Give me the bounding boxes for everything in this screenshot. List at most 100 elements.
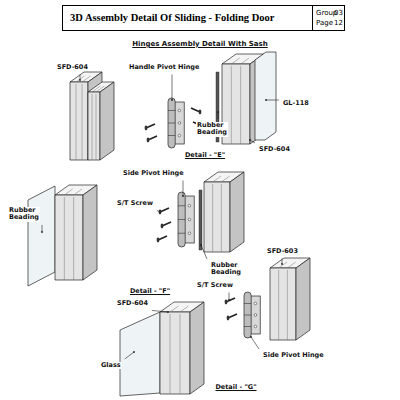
- leader-dot: [265, 99, 267, 101]
- hinge-hole: [254, 314, 257, 317]
- divider: [312, 6, 313, 30]
- leader-line: [229, 292, 230, 300]
- hinge-joint: [178, 219, 185, 220]
- leader-line: [152, 310, 168, 312]
- sheet-ref: 12: [334, 19, 343, 27]
- profile-front: [70, 82, 88, 160]
- part-label: S/T Screw: [196, 282, 234, 289]
- profile-notch: [241, 58, 249, 64]
- profile-front: [204, 182, 230, 252]
- hinge-hole: [254, 325, 257, 328]
- sheet-ref: Page: [316, 19, 333, 27]
- leader-line: [172, 74, 173, 100]
- detail-label: Detail - "G": [214, 384, 257, 391]
- part-label: S/T Screw: [116, 200, 154, 207]
- profile-groove: [92, 94, 93, 160]
- leader-dot: [41, 231, 43, 233]
- hinge-hole: [178, 109, 181, 112]
- part-label: SFD-603: [266, 248, 299, 255]
- part-label: Rubber Beading: [8, 207, 40, 222]
- profile-groove: [64, 197, 65, 280]
- profile-groove: [287, 270, 288, 340]
- profile-side: [190, 302, 204, 394]
- part-label: SFD-604: [116, 300, 149, 307]
- part-label: Side Pivot Hinge: [262, 352, 325, 359]
- profile-notch: [82, 76, 90, 82]
- profile-notch: [96, 86, 104, 92]
- profile-front: [55, 195, 83, 280]
- hinge-joint: [168, 135, 175, 136]
- screw-head: [161, 224, 164, 229]
- leader-dot: [217, 111, 219, 113]
- profile-front: [270, 268, 296, 340]
- rubber-beading: [199, 190, 202, 250]
- profile-notch: [287, 262, 295, 268]
- profile-notch: [221, 176, 229, 182]
- screw-head: [157, 238, 160, 243]
- profile-notch: [213, 176, 221, 182]
- profile-groove: [76, 84, 77, 160]
- glass-panel: [120, 312, 160, 396]
- leader-dot: [228, 299, 230, 301]
- leader-line: [251, 337, 259, 349]
- profile-groove: [231, 66, 232, 144]
- sheet-title: 3D Assembly Detail Of Sliding - Folding …: [70, 12, 274, 23]
- hinge-hole: [188, 218, 191, 221]
- profile-groove: [221, 184, 222, 252]
- leader-line: [42, 225, 43, 232]
- leader-dot: [200, 244, 202, 246]
- leader-line: [250, 140, 255, 143]
- leader-line: [266, 100, 279, 101]
- profile-groove: [73, 197, 74, 280]
- profile-notch: [92, 86, 100, 92]
- leader-dot: [167, 311, 169, 313]
- leader-line: [201, 245, 207, 259]
- profile-groove: [278, 270, 279, 340]
- leader-lines: [41, 74, 283, 359]
- part-label: SFD-604: [258, 146, 291, 153]
- hinge-hole: [254, 302, 257, 305]
- part-label: GL-118: [282, 100, 310, 107]
- glass-panel: [28, 186, 55, 286]
- detail-label: Detail - "E": [184, 152, 226, 159]
- leader-line: [80, 74, 81, 80]
- profile-notch: [231, 58, 239, 64]
- profile-notch: [180, 306, 188, 312]
- leader-line: [218, 112, 219, 119]
- hinge-leaf: [175, 102, 185, 144]
- leader-line: [183, 180, 184, 196]
- screw-head: [225, 300, 228, 305]
- part-label: Rubber Beading: [210, 262, 242, 277]
- part-label: SFD-604: [56, 64, 89, 71]
- drawing: [28, 52, 310, 396]
- hinge-leaf: [251, 296, 261, 334]
- leader-dot: [281, 263, 283, 265]
- profile-groove: [180, 314, 181, 394]
- profile-front: [160, 312, 190, 394]
- profile-notch: [279, 262, 287, 268]
- hinge-joint: [244, 326, 251, 327]
- hinge-hole: [178, 122, 181, 125]
- detail-label: Detail - "F": [129, 288, 171, 295]
- sheet-subtitle: Hinges Assembly Detail With Sash: [131, 40, 268, 48]
- leader-dot: [250, 336, 252, 338]
- profile-side: [296, 258, 310, 340]
- part-label: Side Pivot Hinge: [122, 170, 185, 177]
- hinge-knuckle: [168, 98, 175, 148]
- profile-groove: [82, 84, 83, 160]
- leader-line: [157, 210, 160, 212]
- leader-dot: [182, 195, 184, 197]
- hinge-knuckle: [244, 292, 251, 338]
- profile-side: [100, 82, 114, 160]
- leader-dot: [171, 99, 173, 101]
- hinge-leaf: [185, 196, 195, 243]
- leader-line: [125, 352, 134, 359]
- hinge-hole: [178, 134, 181, 137]
- leader-dot: [249, 139, 251, 141]
- profile-groove: [212, 184, 213, 252]
- screw-head: [227, 316, 230, 321]
- profile-groove: [96, 94, 97, 160]
- hinge-joint: [178, 233, 185, 234]
- hinge-joint: [168, 110, 175, 111]
